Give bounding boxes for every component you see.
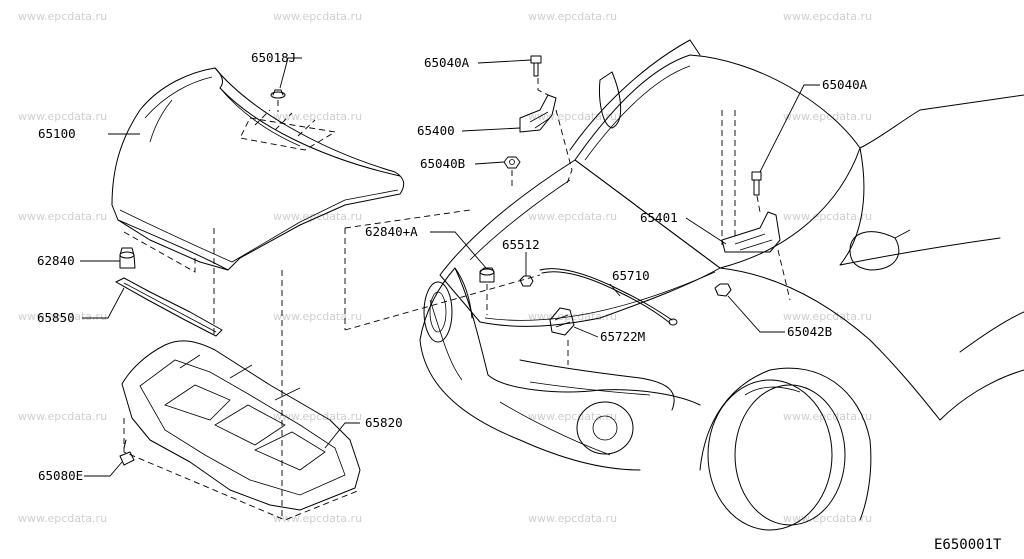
hood-bumper-62840A[interactable] bbox=[479, 267, 495, 283]
hood-hinge-65400[interactable] bbox=[519, 94, 557, 133]
leader-65042B bbox=[727, 295, 785, 333]
callout-65100[interactable]: 65100 bbox=[38, 126, 76, 141]
leader-65080E bbox=[84, 461, 123, 477]
watermark-text: www.epcdata.ru bbox=[528, 512, 617, 525]
leader-65040B bbox=[474, 161, 505, 165]
watermark-text: www.epcdata.ru bbox=[273, 410, 362, 423]
callout-62840A[interactable]: 62840+A bbox=[365, 224, 418, 239]
clip-65080E[interactable] bbox=[119, 439, 135, 466]
callout-65820[interactable]: 65820 bbox=[365, 415, 403, 430]
nut-65040B[interactable] bbox=[503, 156, 521, 169]
clip-guide-bottom bbox=[123, 418, 361, 521]
watermark-text: www.epcdata.ru bbox=[273, 10, 362, 23]
callout-65722M[interactable]: 65722M bbox=[600, 329, 645, 344]
callout-65018J[interactable]: 65018J bbox=[251, 50, 296, 65]
leader-65018J bbox=[279, 57, 302, 89]
watermark-text: www.epcdata.ru bbox=[18, 512, 107, 525]
leader-65040A-right bbox=[759, 84, 820, 173]
watermark-text: www.epcdata.ru bbox=[528, 110, 617, 123]
bumper-guide bbox=[123, 231, 196, 273]
clip-65018J[interactable] bbox=[270, 89, 286, 99]
bolt-guide-right bbox=[756, 195, 761, 213]
leader-65850 bbox=[82, 287, 125, 319]
callout-65850[interactable]: 65850 bbox=[37, 310, 75, 325]
hood-seal-65850[interactable] bbox=[115, 277, 223, 337]
hinge-guide-right-d bbox=[777, 249, 791, 301]
watermark-text: www.epcdata.ru bbox=[528, 210, 617, 223]
hood-stiffener-outline bbox=[239, 117, 337, 151]
leader-62840A bbox=[430, 231, 487, 269]
watermark-text: www.epcdata.ru bbox=[18, 410, 107, 423]
callout-65710[interactable]: 65710 bbox=[612, 268, 650, 283]
callout-65040A-left[interactable]: 65040A bbox=[424, 55, 470, 70]
leader-65040A-left bbox=[477, 59, 532, 64]
callout-65080E[interactable]: 65080E bbox=[38, 468, 83, 483]
callout-65040B[interactable]: 65040B bbox=[420, 156, 465, 171]
watermark-text: www.epcdata.ru bbox=[783, 10, 872, 23]
hood-panel[interactable] bbox=[111, 67, 405, 271]
watermark-text: www.epcdata.ru bbox=[273, 210, 362, 223]
hood-bumper-62840[interactable] bbox=[119, 247, 136, 269]
clip-65512[interactable] bbox=[519, 275, 534, 287]
vehicle-front-body bbox=[419, 39, 1024, 531]
watermark-text: www.epcdata.ru bbox=[528, 410, 617, 423]
watermark-text: www.epcdata.ru bbox=[783, 512, 872, 525]
hood-stiffener-lines bbox=[254, 109, 316, 137]
hood-lock-cable-65710[interactable] bbox=[539, 268, 678, 326]
watermark-text: www.epcdata.ru bbox=[18, 110, 107, 123]
hinge-guide-left bbox=[555, 109, 573, 187]
watermark-text: www.epcdata.ru bbox=[783, 310, 872, 323]
watermark-text: www.epcdata.ru bbox=[273, 512, 362, 525]
hood-to-car-guide-d bbox=[344, 274, 541, 331]
callout-65042B[interactable]: 65042B bbox=[787, 324, 832, 339]
watermark-text: www.epcdata.ru bbox=[273, 110, 362, 123]
watermark-layer: www.epcdata.ru www.epcdata.ru www.epcdata.… bbox=[18, 10, 872, 525]
leader-65722M bbox=[573, 326, 599, 338]
callout-65040A-right[interactable]: 65040A bbox=[822, 77, 868, 92]
watermark-text: www.epcdata.ru bbox=[783, 410, 872, 423]
bolt-65040A-left[interactable] bbox=[530, 55, 542, 77]
watermark-text: www.epcdata.ru bbox=[273, 310, 362, 323]
callout-62840[interactable]: 62840 bbox=[37, 253, 75, 268]
diagram-code: E650001T bbox=[934, 537, 1002, 553]
bumper-65042B[interactable] bbox=[714, 283, 732, 297]
bolt-65040A-right[interactable] bbox=[751, 171, 762, 196]
callout-65401[interactable]: 65401 bbox=[640, 210, 678, 225]
leader-65401 bbox=[685, 217, 727, 245]
watermark-text: www.epcdata.ru bbox=[18, 310, 107, 323]
bolt-guide-left bbox=[537, 78, 549, 96]
leader-65710 bbox=[609, 283, 621, 297]
leader-65400 bbox=[461, 127, 521, 132]
watermark-text: www.epcdata.ru bbox=[783, 210, 872, 223]
hood-to-car-guide-top bbox=[344, 209, 471, 229]
hood-lock-65722M[interactable] bbox=[549, 307, 575, 336]
hood-hinge-65401[interactable] bbox=[721, 211, 781, 253]
callout-65512[interactable]: 65512 bbox=[502, 237, 540, 252]
watermark-text: www.epcdata.ru bbox=[18, 10, 107, 23]
leader-65820 bbox=[324, 422, 360, 449]
watermark-text: www.epcdata.ru bbox=[18, 210, 107, 223]
watermark-text: www.epcdata.ru bbox=[528, 10, 617, 23]
hood-insulator-65820[interactable] bbox=[121, 340, 361, 511]
callout-65400[interactable]: 65400 bbox=[417, 123, 455, 138]
watermark-text: www.epcdata.ru bbox=[783, 110, 872, 123]
